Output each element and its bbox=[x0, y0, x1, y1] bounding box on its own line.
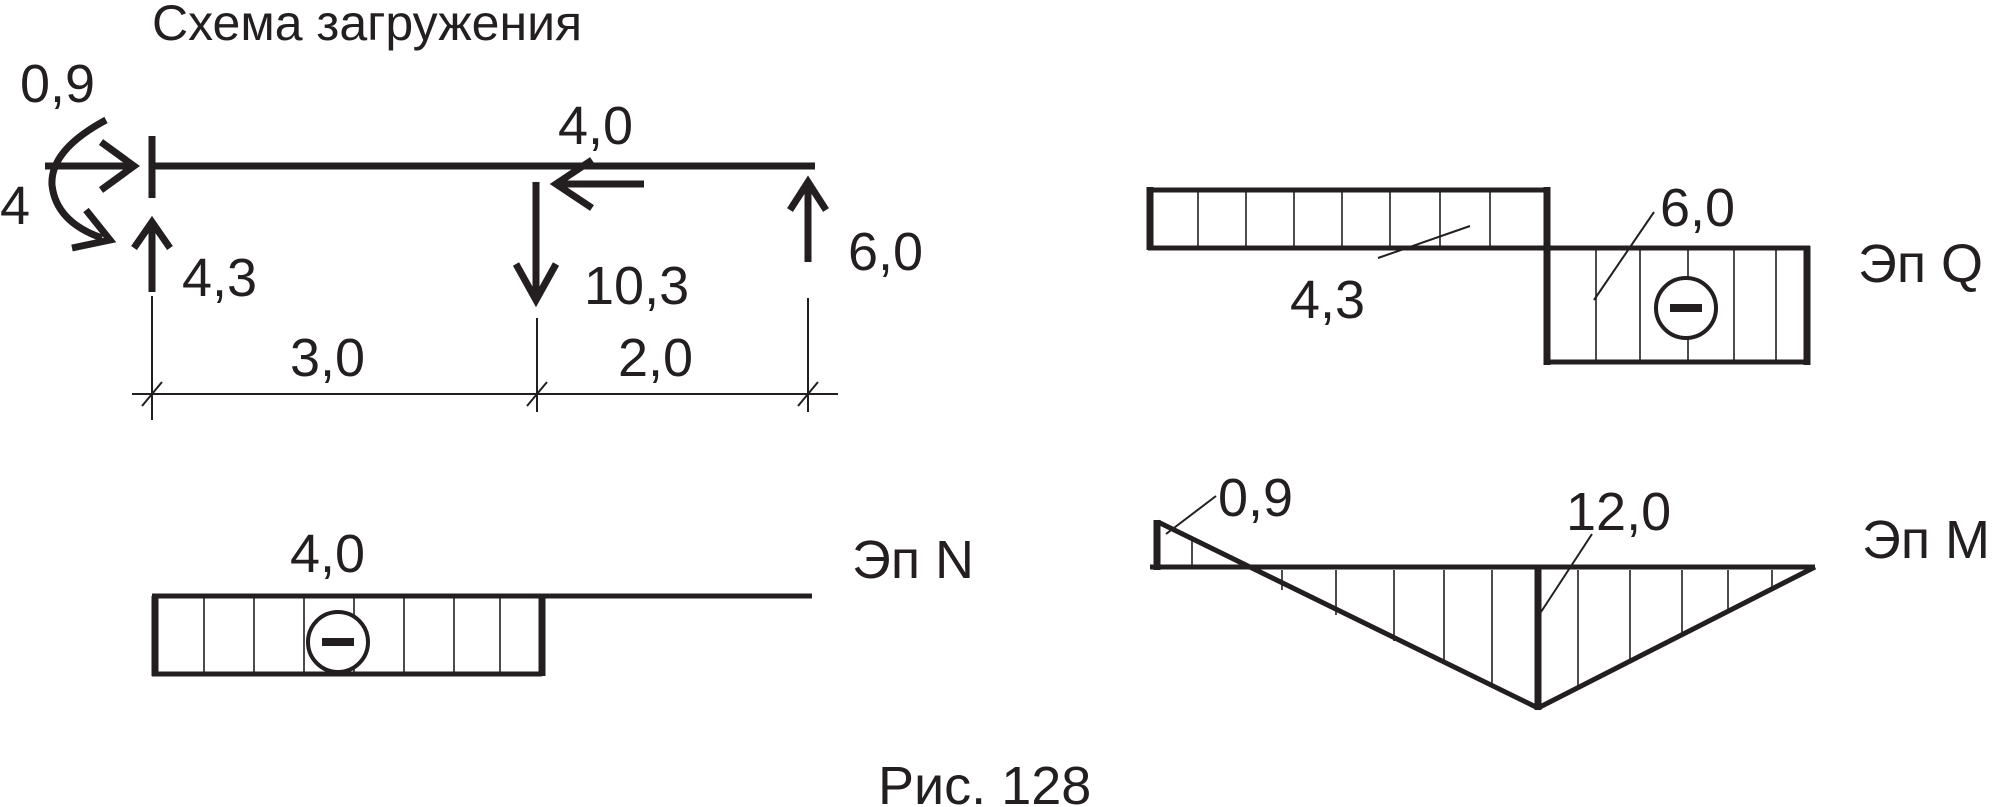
m-left-value-label: 0,9 bbox=[1218, 468, 1293, 528]
scheme-title: Схема загружения bbox=[152, 0, 582, 51]
q-minus-icon bbox=[1654, 276, 1718, 340]
q-hatching-positive bbox=[1197, 192, 1491, 246]
m-right-slope bbox=[1536, 564, 1817, 711]
diagram-m: 0,9 12,0 Эп M bbox=[1150, 468, 1990, 711]
right-reaction-label: 6,0 bbox=[848, 222, 923, 282]
mid-vertical-force-arrow bbox=[512, 182, 560, 308]
dimension-left: 3,0 bbox=[290, 328, 365, 388]
left-reaction-arrow bbox=[131, 215, 173, 292]
m-diagram-name: Эп M bbox=[1862, 510, 1990, 570]
moment-label: 0,9 bbox=[20, 54, 95, 114]
figure-caption: Рис. 128 bbox=[878, 756, 1091, 807]
dimension-line bbox=[132, 296, 838, 420]
left-axial-force-label: 4 bbox=[0, 176, 30, 236]
n-diagram-name: Эп N bbox=[852, 530, 974, 590]
mid-horizontal-force-label: 4,0 bbox=[558, 96, 633, 156]
m-left-leader bbox=[1165, 495, 1217, 535]
m-hatching bbox=[1191, 540, 1773, 688]
q-right-value-label: 6,0 bbox=[1660, 178, 1735, 238]
m-peak-leader bbox=[1540, 533, 1593, 613]
q-right-leader bbox=[1593, 211, 1655, 301]
m-left-slope bbox=[1156, 519, 1540, 711]
q-left-value-label: 4,3 bbox=[1290, 270, 1365, 330]
mid-horizontal-force-arrow bbox=[549, 157, 644, 211]
n-minus-icon bbox=[306, 610, 370, 674]
diagram-q: 4,3 6,0 Эп Q bbox=[1146, 178, 1983, 365]
n-hatching bbox=[203, 598, 501, 672]
n-value-label: 4,0 bbox=[290, 524, 365, 584]
m-peak-value-label: 12,0 bbox=[1566, 482, 1671, 542]
q-left-leader bbox=[1377, 225, 1471, 259]
dimension-right: 2,0 bbox=[618, 328, 693, 388]
left-axial-force-arrow bbox=[45, 139, 140, 193]
q-diagram-name: Эп Q bbox=[1858, 234, 1983, 294]
right-reaction-arrow bbox=[787, 175, 829, 262]
left-reaction-label: 4,3 bbox=[182, 248, 257, 308]
loading-scheme: Схема загружения 4 0,9 4,3 4,0 bbox=[0, 0, 923, 420]
moment-arrow bbox=[48, 116, 117, 252]
mid-vertical-force-label: 10,3 bbox=[584, 256, 689, 316]
diagram-n: 4,0 Эп N bbox=[151, 524, 974, 677]
